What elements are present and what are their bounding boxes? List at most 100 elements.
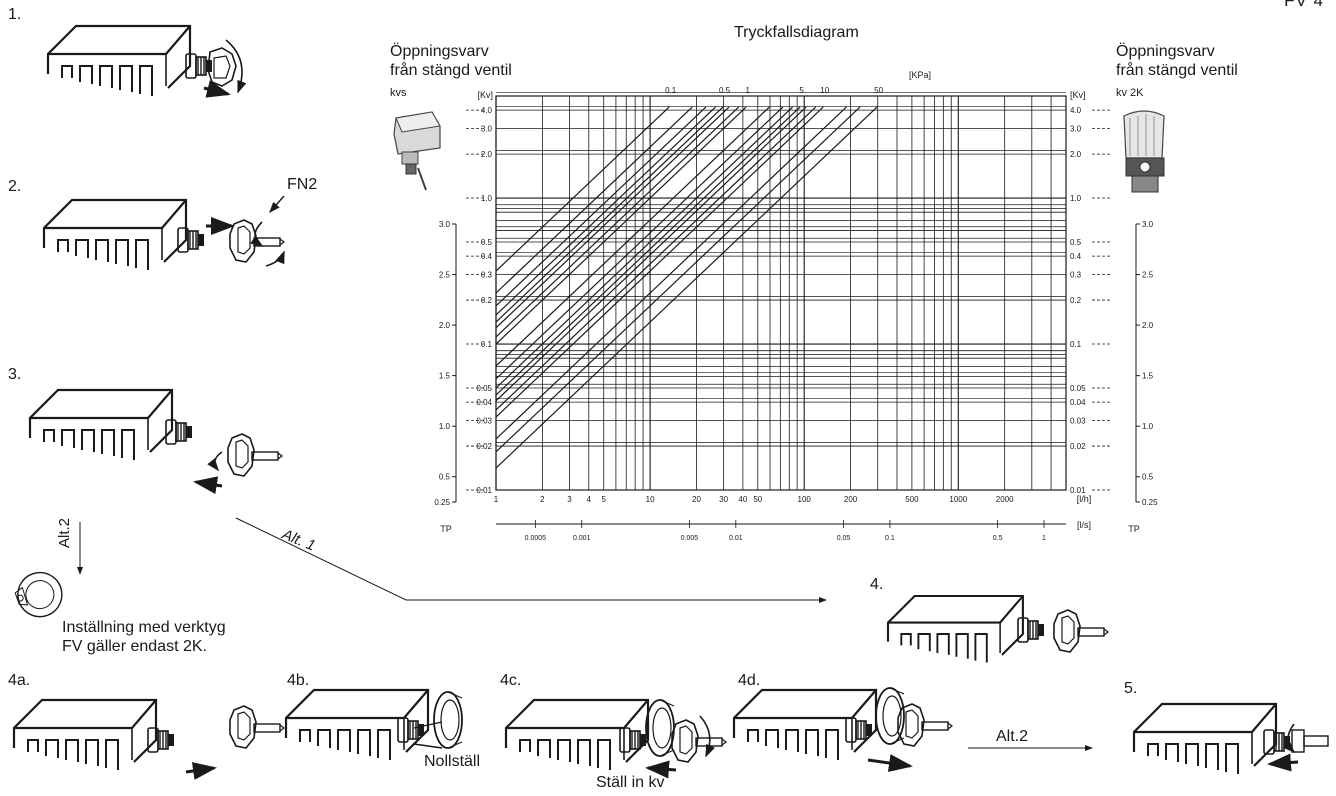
chart-frame xyxy=(495,95,1067,491)
kpa-tick-label: 50 xyxy=(874,86,883,95)
step-label-3: 3. xyxy=(8,366,22,383)
lh-tick-label: 4 xyxy=(587,495,592,504)
kv-tick-label-right: 0.4 xyxy=(1070,252,1082,261)
lh-tick-label: 40 xyxy=(738,495,747,504)
illustration-step-4d xyxy=(732,687,953,772)
step-label-4c: 4c. xyxy=(500,672,522,689)
pressure-line xyxy=(495,106,716,316)
illustration-step-4c xyxy=(504,698,727,779)
illustration-step-1 xyxy=(46,24,247,98)
kv-tick-label-right: 2.0 xyxy=(1070,150,1082,159)
kv-tick-label-left: 4.0 xyxy=(481,106,493,115)
kv-tick-label-right: 0.04 xyxy=(1070,398,1086,407)
tp-tick-label-right: 1.0 xyxy=(1142,422,1154,431)
ls-tick-label: 0.005 xyxy=(681,535,699,542)
step-label-4d: 4d. xyxy=(738,672,761,689)
tp-tick-label-right: 0.25 xyxy=(1142,498,1158,507)
tool-note-line2: FV gäller endast 2K. xyxy=(62,638,207,655)
tp-tick-label-left: 2.5 xyxy=(439,271,451,280)
kv-tick-label-right: 0.03 xyxy=(1070,416,1086,425)
illustration-step-3 xyxy=(28,388,283,495)
right-caption-line2: från stängd ventil xyxy=(1116,62,1238,79)
ls-tick-label: 0.01 xyxy=(729,535,743,542)
left-caption-line1: Öppningsvarv xyxy=(390,43,489,60)
illustration-step-4b xyxy=(284,688,463,762)
pressure-line xyxy=(495,106,824,418)
step-label-5: 5. xyxy=(1124,680,1138,697)
kv-tick-label-left: 0.3 xyxy=(481,270,493,279)
ls-tick-label: 0.1 xyxy=(885,535,895,542)
tp-tick-label-left: 3.0 xyxy=(439,220,451,229)
kv-tick-label-left: 0.2 xyxy=(481,296,493,305)
tool-icon xyxy=(14,571,63,618)
ls-tick-label: 0.5 xyxy=(993,535,1003,542)
illustration-step-2 xyxy=(42,195,285,272)
kv-tick-label-left: 0.01 xyxy=(476,486,492,495)
kv-unit-right: [Kv] xyxy=(1070,90,1086,100)
kv-tick-label-left: 2.0 xyxy=(481,150,493,159)
right-caption: Öppningsvarv från stängd ventil kv 2K xyxy=(1116,42,1238,103)
illustration-step-5 xyxy=(1132,702,1329,776)
tp-tick-label-right: 2.0 xyxy=(1142,321,1154,330)
lh-unit: [l/h] xyxy=(1077,494,1092,504)
kv-tick-label-right: 0.05 xyxy=(1070,384,1086,393)
kv-tick-label-left: 0.5 xyxy=(481,238,493,247)
tp-tick-label-left: 0.25 xyxy=(434,498,450,507)
tp-tick-label-right: 0.5 xyxy=(1142,473,1154,482)
ls-tick-label: 1 xyxy=(1042,535,1046,542)
alt2-down-path xyxy=(14,522,83,618)
kv-tick-label-right: 0.01 xyxy=(1070,486,1086,495)
kv-tick-label-right: 4.0 xyxy=(1070,106,1082,115)
pressure-line xyxy=(495,106,707,307)
tool-note: Inställning med verktyg FV gäller endast… xyxy=(62,618,226,656)
lh-tick-label: 2000 xyxy=(996,495,1014,504)
lh-tick-label: 200 xyxy=(844,495,858,504)
left-caption-unit: kvs xyxy=(390,87,407,99)
fn2-callout: FN2 xyxy=(287,176,318,193)
lh-tick-label: 100 xyxy=(798,495,812,504)
kv-tick-label-left: 0.05 xyxy=(476,384,492,393)
kv-tick-label-right: 0.1 xyxy=(1070,340,1082,349)
pressure-line xyxy=(495,106,670,272)
pressure-lines xyxy=(495,106,878,469)
step-label-4: 4. xyxy=(870,576,884,593)
thermostat-head-icon xyxy=(1123,110,1165,193)
alt2-down-label: Alt.2 xyxy=(56,517,73,548)
alt1-path xyxy=(235,517,827,603)
kv-tick-label-left: 3.0 xyxy=(481,124,493,133)
kv-tick-label-right: 0.3 xyxy=(1070,270,1082,279)
lh-tick-label: 30 xyxy=(719,495,728,504)
lh-tick-label: 10 xyxy=(646,495,655,504)
illustration-step-4 xyxy=(886,594,1109,664)
ls-tick-label: 0.0005 xyxy=(525,535,547,542)
tp-tick-label-right: 2.5 xyxy=(1142,271,1154,280)
pressure-line xyxy=(495,106,793,389)
pressure-line xyxy=(495,106,847,440)
pressure-line xyxy=(495,106,807,402)
chart-grid xyxy=(495,91,1067,491)
pressure-line xyxy=(495,106,784,380)
kpa-unit: [KPa] xyxy=(909,70,931,80)
kv-tick-label-left: 0.03 xyxy=(476,416,492,425)
lh-tick-label: 3 xyxy=(567,495,572,504)
left-caption-line2: från stängd ventil xyxy=(390,62,512,79)
ls-unit: [l/s] xyxy=(1077,520,1091,530)
pressure-line xyxy=(495,106,801,396)
tp-tick-label-left: 0.5 xyxy=(439,473,451,482)
lh-tick-label: 2 xyxy=(540,495,545,504)
tp-label-left: TP xyxy=(440,524,452,534)
kv-tick-label-right: 0.5 xyxy=(1070,238,1082,247)
lh-tick-label: 1000 xyxy=(949,495,967,504)
kv-tick-label-right: 3.0 xyxy=(1070,124,1082,133)
kv-tick-label-left: 0.1 xyxy=(481,340,493,349)
left-caption: Öppningsvarv från stängd ventil kvs xyxy=(390,42,512,103)
pressure-line xyxy=(495,106,693,294)
tool-note-line1: Inställning med verktyg xyxy=(62,619,226,636)
lh-tick-label: 20 xyxy=(692,495,701,504)
pressure-line xyxy=(495,106,861,453)
kv-unit-left: [Kv] xyxy=(477,90,493,100)
kv-tick-label-left: 1.0 xyxy=(481,194,493,203)
pressure-line xyxy=(495,106,740,338)
